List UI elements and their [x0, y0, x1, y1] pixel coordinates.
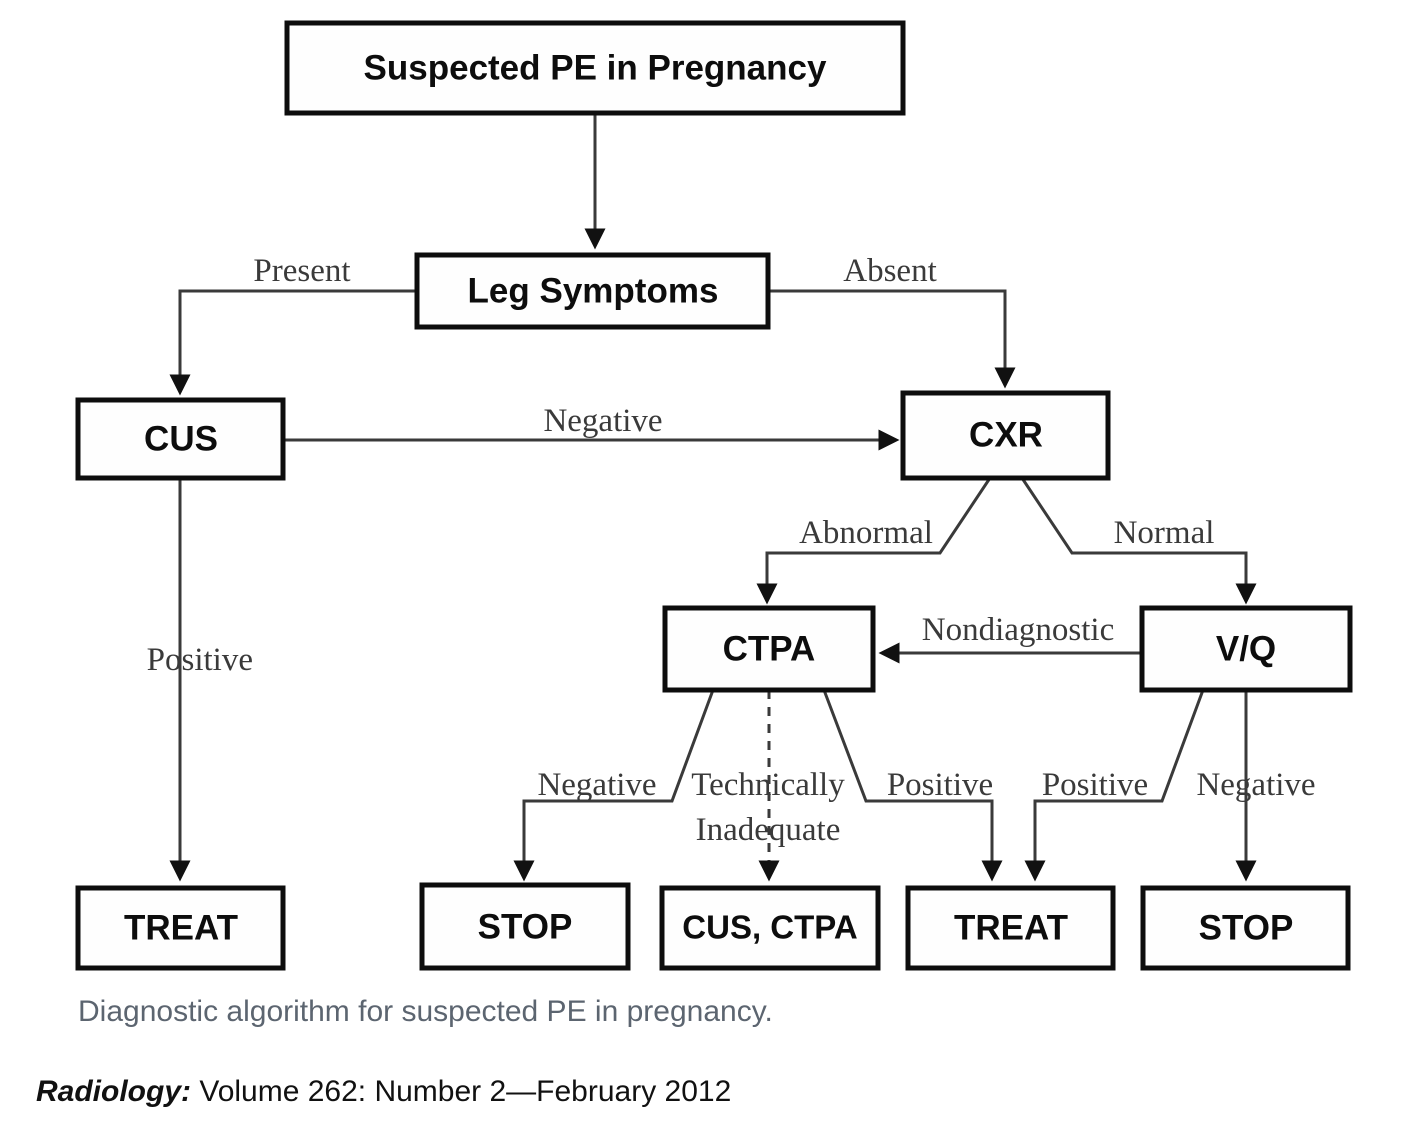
node-cus-ctpa[interactable]: CUS, CTPA — [659, 885, 881, 971]
edge-ctpa-to-stop — [513, 689, 715, 882]
edge-label-present: Present — [253, 253, 350, 289]
node-label-stop-1: STOP — [478, 907, 573, 946]
edge-label-positive-cus: Positive — [147, 642, 253, 678]
node-label-suspected-pe: Suspected PE in Pregnancy — [364, 48, 827, 87]
edge-vq-to-treat — [1024, 689, 1205, 882]
node-leg-symptoms[interactable]: Leg Symptoms — [414, 252, 771, 330]
node-treat-2[interactable]: TREAT — [905, 885, 1116, 971]
node-label-leg-symptoms: Leg Symptoms — [468, 271, 719, 310]
figure-caption: Diagnostic algorithm for suspected PE in… — [78, 995, 773, 1028]
edge-label-ctpa-negative: Negative — [537, 767, 656, 803]
edge-leg-to-cxr — [768, 289, 1016, 389]
node-label-cus-ctpa: CUS, CTPA — [682, 909, 857, 946]
node-stop-2[interactable]: STOP — [1140, 885, 1351, 971]
edge-label-negative-cus: Negative — [543, 403, 662, 439]
node-ctpa[interactable]: CTPA — [662, 605, 876, 693]
node-treat-1[interactable]: TREAT — [75, 885, 286, 971]
edge-ctpa-to-treat — [822, 689, 1003, 882]
edge-label-abnormal: Abnormal — [799, 515, 933, 551]
edge-cxr-to-ctpa — [756, 477, 992, 605]
figure-citation: Radiology: Volume 262: Number 2—February… — [36, 1075, 731, 1109]
edge-label-vq-negative: Negative — [1196, 767, 1315, 803]
edge-label-vq-positive: Positive — [1042, 767, 1148, 803]
edge-label-nondiagnostic: Nondiagnostic — [922, 612, 1114, 648]
node-label-ctpa: CTPA — [723, 629, 816, 668]
node-label-cxr: CXR — [969, 415, 1043, 454]
node-label-treat-2: TREAT — [954, 908, 1068, 947]
node-label-treat-1: TREAT — [124, 908, 238, 947]
node-suspected-pe[interactable]: Suspected PE in Pregnancy — [284, 20, 906, 116]
node-vq[interactable]: V/Q — [1139, 605, 1353, 693]
node-cus[interactable]: CUS — [75, 397, 286, 481]
edge-cxr-to-vq — [1020, 477, 1257, 605]
citation-journal-name: Radiology: — [36, 1075, 191, 1108]
edge-label-absent: Absent — [843, 253, 937, 289]
node-label-cus: CUS — [144, 419, 218, 458]
edge-label-ctpa-technically: Technically — [691, 767, 845, 803]
edge-leg-to-cus — [169, 289, 417, 396]
edge-label-normal: Normal — [1114, 515, 1215, 551]
edge-label-ctpa-inadequate: Inadequate — [696, 812, 841, 848]
node-cxr[interactable]: CXR — [900, 390, 1111, 481]
edge-label-ctpa-positive: Positive — [887, 767, 993, 803]
node-stop-1[interactable]: STOP — [419, 882, 631, 971]
node-label-vq: V/Q — [1216, 629, 1276, 668]
citation-volume-issue: Volume 262: Number 2—February 2012 — [191, 1075, 732, 1108]
node-label-stop-2: STOP — [1199, 908, 1294, 947]
